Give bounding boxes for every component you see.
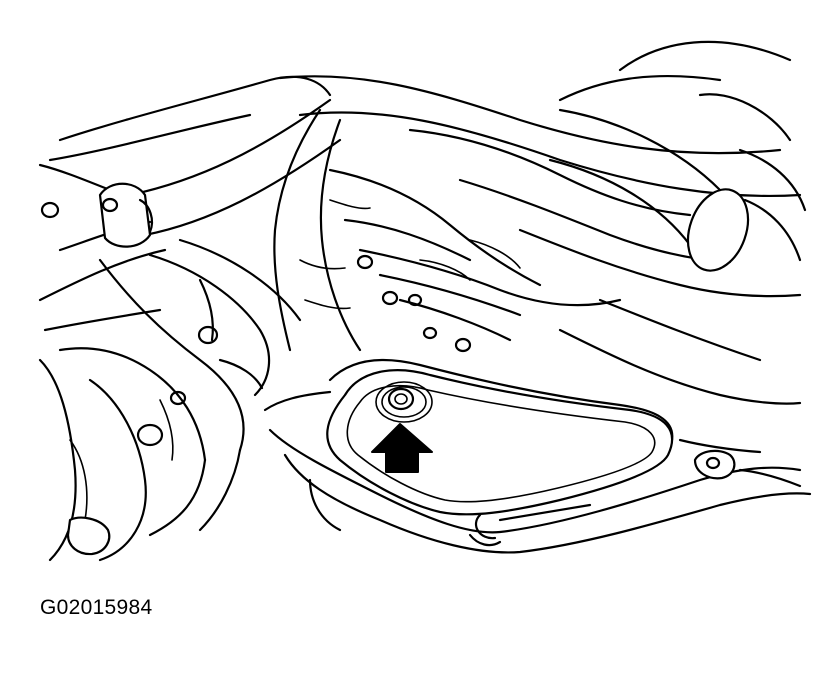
center-crossmember [148,238,302,397]
right-bracket [678,438,802,488]
stabilizer-bar [98,98,342,248]
arrow-up-icon [371,423,433,473]
upper-frame-members [48,40,802,198]
figure-code: G02015984 [40,596,153,619]
right-cylinder [548,108,807,272]
transmission-case [273,108,802,405]
drain-plug [375,381,433,423]
left-suspension-assembly [38,163,245,562]
oil-pan-cover [326,369,674,540]
